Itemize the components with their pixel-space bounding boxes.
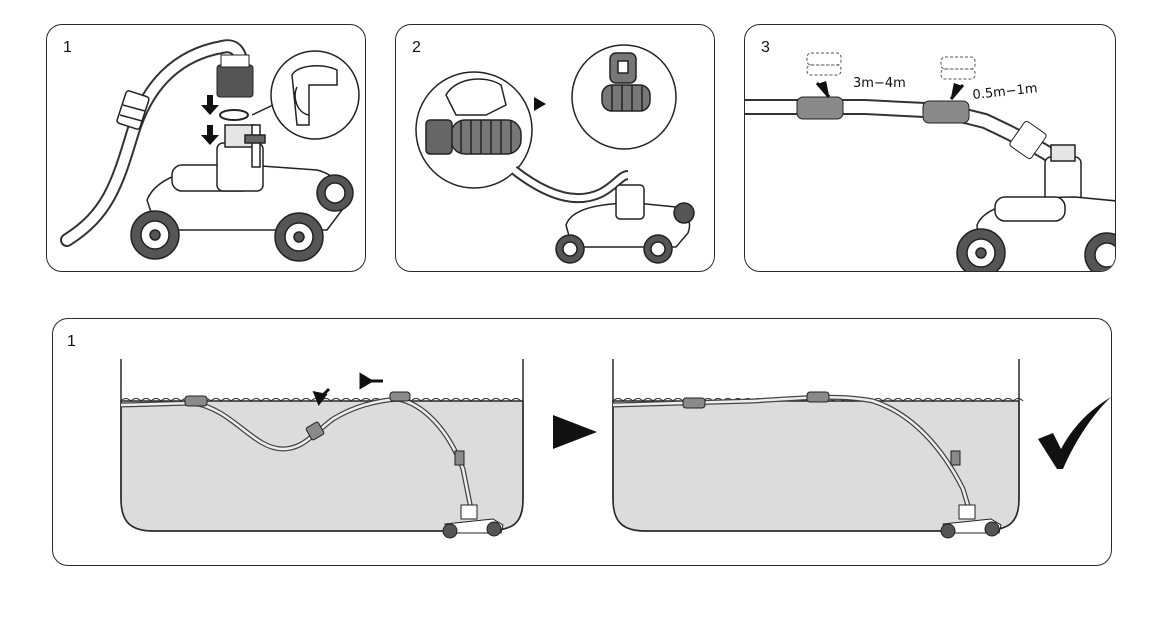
- hose-connector: [950, 450, 961, 466]
- hose-float: [682, 397, 706, 409]
- pool-cleaner: [442, 504, 504, 539]
- pool-cleaner: [956, 144, 1115, 271]
- pool-cleaner: [940, 504, 1002, 539]
- down-arrow-icon: [949, 83, 965, 100]
- step-3-illustration: 3m−4m 0.5m−1m: [745, 52, 1115, 271]
- hose-connector: [305, 421, 325, 441]
- down-arrow-icon: [312, 387, 331, 407]
- distance-label-a: 3m−4m: [853, 76, 906, 91]
- distance-label-b: 0.5m−1m: [972, 81, 1038, 103]
- step-number: 1: [63, 39, 72, 56]
- pool-illustration: [120, 359, 1111, 539]
- left-arrow-icon: [359, 372, 383, 390]
- down-arrow-icon: [815, 81, 831, 98]
- step-number: 3: [761, 39, 770, 56]
- step-3-panel: 3 3m−4m 0.5m−1m: [744, 24, 1116, 272]
- pool-cleaner: [555, 184, 695, 264]
- hose-connector: [454, 450, 465, 466]
- hose-float: [389, 391, 411, 402]
- hose-connector: [1009, 120, 1047, 160]
- down-arrow-icon: [201, 95, 219, 145]
- step-1-panel: 1: [46, 24, 366, 272]
- pool-cleaner: [130, 124, 354, 262]
- play-arrow-icon: [553, 415, 597, 449]
- hose-float: [922, 100, 970, 124]
- hose-float: [796, 96, 844, 120]
- checkmark-icon: [1038, 397, 1111, 469]
- step-2-illustration: [415, 44, 695, 264]
- zoom-detail-circle: [270, 50, 360, 140]
- hose-float: [184, 395, 208, 407]
- step-2-panel: 2: [395, 24, 715, 272]
- pool-before: [120, 359, 524, 539]
- step-number: 1: [67, 333, 76, 350]
- pool-after: [612, 359, 1024, 539]
- step-1-illustration: [60, 39, 360, 262]
- hose-cuff-icon: [216, 54, 254, 98]
- o-ring: [219, 109, 249, 121]
- pool-setup-panel: 1: [52, 318, 1112, 566]
- hose-connector: [116, 90, 150, 130]
- hose-float: [806, 391, 830, 403]
- play-arrow-icon: [534, 97, 546, 111]
- step-number: 2: [412, 39, 421, 56]
